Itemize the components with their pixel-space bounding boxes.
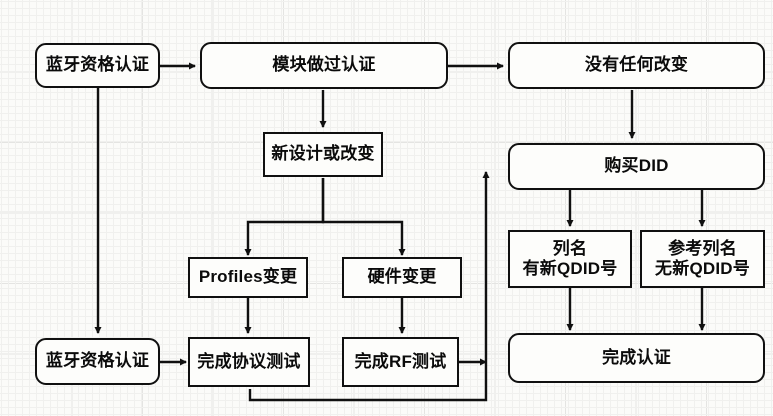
node-certification-done-label: 完成认证 (602, 347, 671, 367)
node-bt-qual-bottom-label: 蓝牙资格认证 (45, 351, 150, 371)
node-ref-listing-no-qdid-label-line1: 参考列名 (668, 238, 737, 258)
node-hardware-change[interactable]: 硬件变更 (342, 257, 462, 298)
node-rf-test-done[interactable]: 完成RF测试 (342, 337, 459, 387)
connector-new-design-to-profiles-change (244, 178, 325, 257)
node-listing-new-qdid-label-line1: 列名 (552, 238, 588, 258)
node-profiles-change-label: Profiles变更 (198, 267, 298, 287)
node-ref-listing-no-qdid-label-line2: 无新QDID号 (655, 259, 750, 278)
node-bt-qual-top-label: 蓝牙资格认证 (45, 55, 150, 75)
node-listing-new-qdid-label-line2: 有新QDID号 (522, 259, 618, 278)
node-no-change[interactable]: 没有任何改变 (508, 42, 765, 89)
node-module-certified-label: 模块做过认证 (272, 55, 376, 75)
connector-new-design-to-hardware-change (321, 178, 406, 257)
node-rf-test-done-label: 完成RF测试 (354, 351, 447, 371)
node-protocol-test-done[interactable]: 完成协议测试 (188, 337, 310, 387)
node-protocol-test-done-label: 完成协议测试 (197, 351, 301, 371)
node-no-change-label: 没有任何改变 (584, 55, 689, 75)
node-buy-did-label: 购买DID (604, 156, 669, 176)
node-profiles-change[interactable]: Profiles变更 (188, 257, 308, 298)
node-new-design-label: 新设计或改变 (271, 144, 375, 164)
node-certification-done[interactable]: 完成认证 (508, 333, 765, 383)
node-bt-qual-top[interactable]: 蓝牙资格认证 (35, 43, 160, 88)
node-buy-did[interactable]: 购买DID (508, 143, 765, 190)
node-new-design[interactable]: 新设计或改变 (263, 132, 383, 177)
node-hardware-change-label: 硬件变更 (367, 267, 437, 287)
node-bt-qual-bottom[interactable]: 蓝牙资格认证 (35, 338, 160, 385)
node-listing-new-qdid[interactable]: 列名 有新QDID号 (508, 230, 632, 288)
node-ref-listing-no-qdid[interactable]: 参考列名 无新QDID号 (640, 230, 765, 288)
node-module-certified[interactable]: 模块做过认证 (200, 42, 448, 89)
node-listing-new-qdid-text: 列名 有新QDID号 (523, 239, 618, 279)
node-ref-listing-no-qdid-text: 参考列名 无新QDID号 (655, 239, 750, 279)
